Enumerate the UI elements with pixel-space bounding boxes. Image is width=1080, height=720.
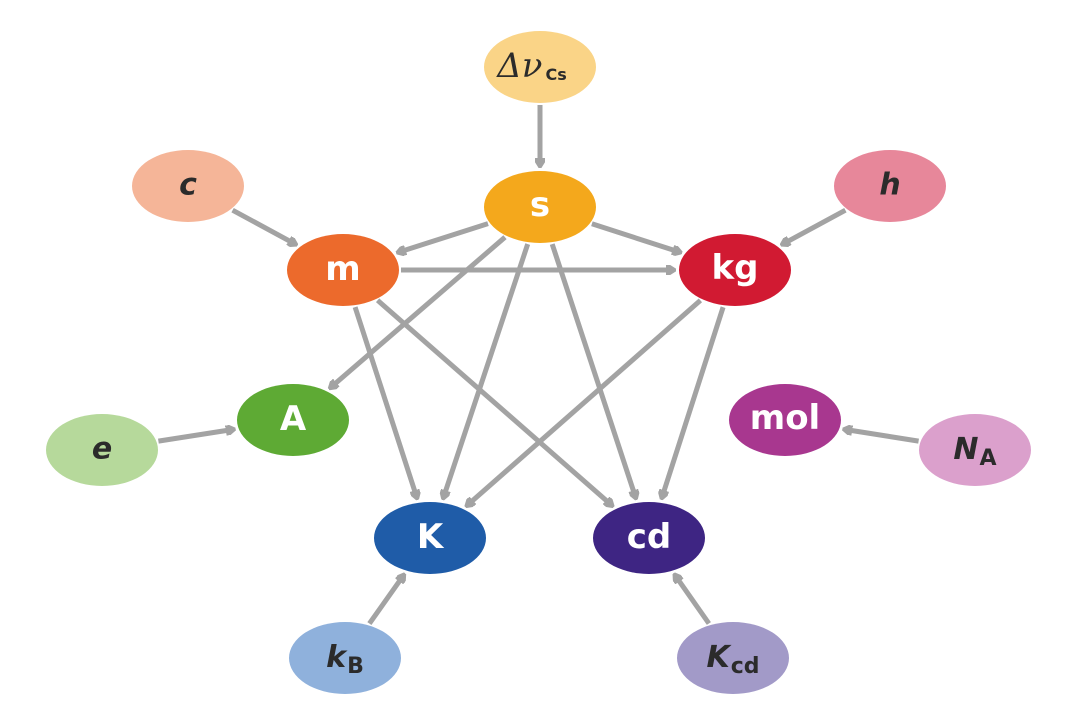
arrow-na-to-mol [845,430,919,444]
unit-node-cd-label: cd [627,517,672,557]
unit-node-m-label: m [325,249,360,289]
constant-node-n-a-ellipse [919,414,1031,486]
constant-node-h-ellipse [834,150,946,222]
arrow-kb-to-k [367,576,403,626]
constant-k-b-main: k [326,640,348,675]
arrow-e-to-a [158,430,232,444]
constant-node-e-label: e [92,432,112,467]
constant-node-h-label: h [879,168,900,203]
constant-n-a-sub: A [980,446,997,471]
constant-node-e-ellipse [46,414,158,486]
unit-node-a: A [237,384,349,456]
arrow-kg-to-k [468,298,703,505]
constant-node-k-cd-label: Kcd [706,640,759,679]
arrow-kg-to-cd [662,306,726,497]
constant-node-n-a: NA [919,414,1031,486]
constant-node-h: h [834,150,946,222]
constant-node-k-b-ellipse [289,622,401,694]
arrow-h-to-kg [783,208,847,244]
unit-node-s-ellipse [484,171,596,243]
constant-delta-nu-sub: Cs [545,65,566,84]
unit-node-a-ellipse [237,384,349,456]
unit-node-s-label: s [530,185,550,225]
arrow-c-to-m [231,208,295,244]
constant-node-c: c [132,150,244,222]
unit-node-kg-ellipse [679,234,791,306]
unit-node-k-label: K [417,517,445,557]
unit-node-s: s [484,171,596,243]
unit-node-cd: cd [593,502,705,574]
constant-node-c-label: c [179,168,197,203]
unit-node-kg: kg [679,234,791,306]
arrow-s-to-cd [549,243,635,497]
constant-node-n-a-label: NA [953,432,996,471]
arrow-s-to-a [331,235,507,387]
unit-node-kg-label: kg [712,248,759,288]
constant-node-k-cd-ellipse [677,622,789,694]
unit-node-mol: mol [729,384,841,456]
constant-n-a-main: N [953,432,978,467]
arrow-kcd-to-cd [675,576,711,625]
constant-k-cd-sub: cd [731,654,760,679]
arrow-m-to-cd [375,298,612,505]
unit-node-m: m [287,234,399,306]
unit-node-mol-ellipse [729,384,841,456]
constant-node-c-ellipse [132,150,244,222]
unit-node-mol-label: mol [750,398,820,438]
constant-node-k-b-label: kB [326,640,364,679]
unit-node-k: K [374,502,486,574]
arrow-s-to-m [399,221,489,253]
unit-node-a-label: A [280,399,307,439]
unit-node-m-ellipse [287,234,399,306]
constant-k-b-sub: B [347,654,364,679]
constant-k-cd-main: K [706,640,732,675]
constant-node-k-b: kB [289,622,401,694]
arrow-m-to-k [352,306,417,497]
arrow-s-to-k [444,243,531,497]
arrows-layer [158,105,919,626]
constant-node-k-cd: Kcd [677,622,789,694]
unit-node-k-ellipse [374,502,486,574]
constant-node-delta-nu-cs-ellipse [484,31,596,103]
constant-node-e: e [46,414,158,486]
arrow-s-to-kg [591,221,679,252]
constant-delta-nu-main: Δν [495,46,542,86]
unit-node-cd-ellipse [593,502,705,574]
